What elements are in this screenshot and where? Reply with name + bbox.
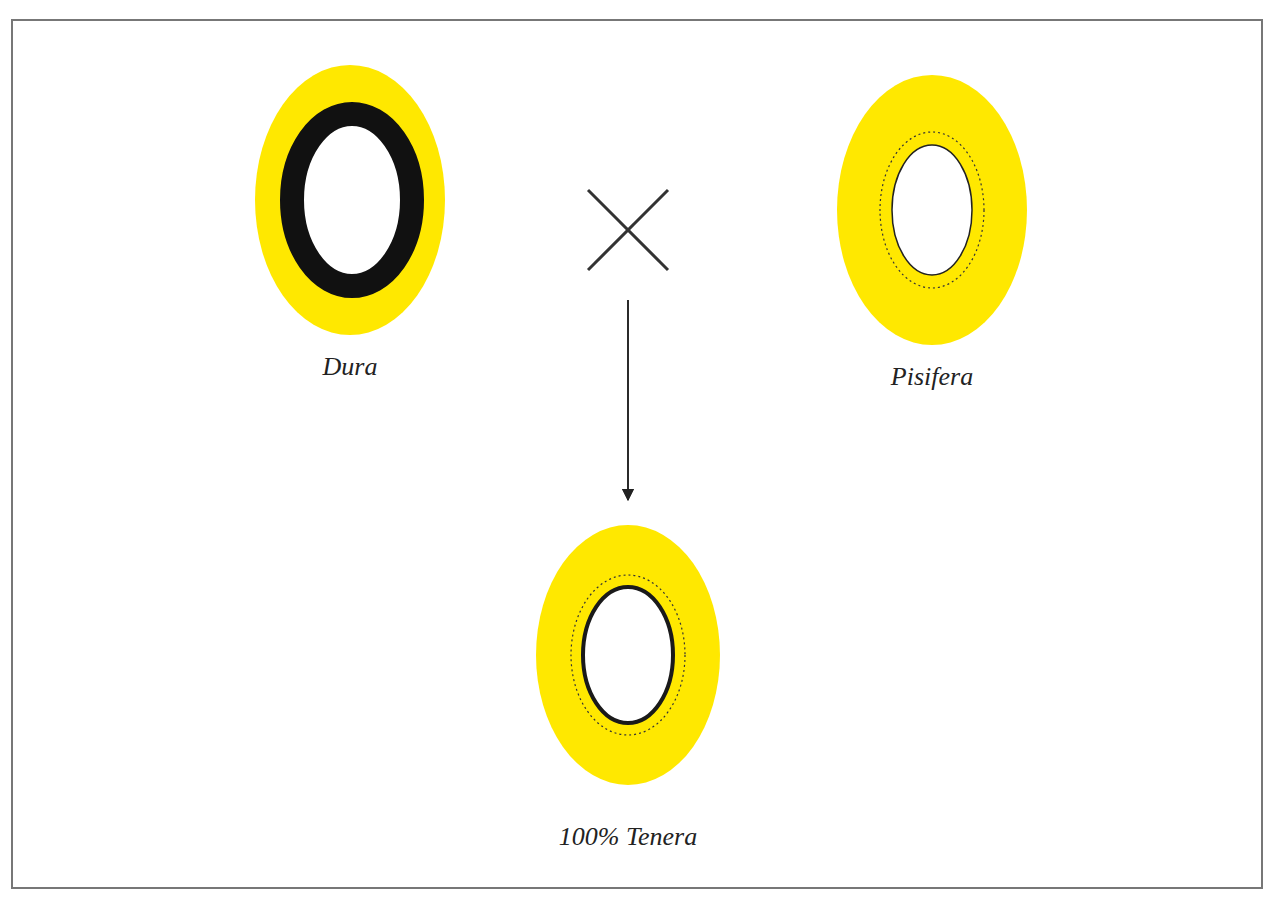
fibre-ring xyxy=(880,132,984,288)
cross-symbol xyxy=(588,190,668,270)
mesocarp xyxy=(837,75,1027,345)
mesocarp xyxy=(536,525,720,785)
fruit-section xyxy=(812,70,1052,350)
kernel xyxy=(892,145,972,275)
fruit-node: Pisifera xyxy=(812,70,1052,392)
shell xyxy=(292,114,412,286)
fruit-node: 100% Tenera xyxy=(508,500,748,852)
fruit-node: Dura xyxy=(230,60,470,382)
fruit-section xyxy=(508,500,748,810)
cross-arrow xyxy=(627,300,629,500)
fibre-ring xyxy=(571,575,685,735)
mesocarp xyxy=(255,65,445,335)
fruit-label: 100% Tenera xyxy=(559,822,697,852)
cross-arrow xyxy=(627,300,629,500)
fruit-section xyxy=(230,60,470,340)
shell xyxy=(583,587,673,723)
fruit-label: Dura xyxy=(323,352,378,382)
fruit-label: Pisifera xyxy=(891,362,973,392)
border xyxy=(12,20,1262,888)
